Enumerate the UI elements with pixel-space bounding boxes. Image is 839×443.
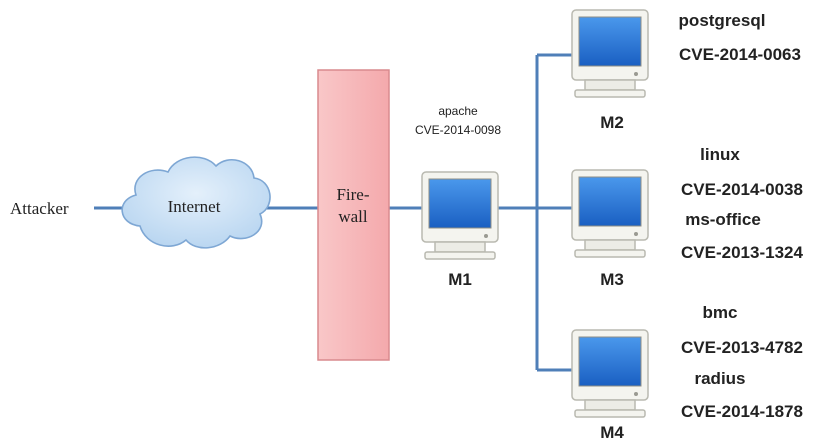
m2-service: postgresql (679, 11, 766, 30)
monitor-icon (571, 329, 649, 418)
computer-m3: linux CVE-2014-0038 ms-office CVE-2013-1… (571, 145, 803, 289)
m4-service1: bmc (703, 303, 738, 322)
m3-service1: linux (700, 145, 740, 164)
m1-service: apache (438, 104, 478, 118)
m3-cve1: CVE-2014-0038 (681, 180, 803, 199)
m4-cve2: CVE-2014-1878 (681, 402, 803, 421)
internet-cloud: Internet (121, 156, 271, 249)
internet-label: Internet (168, 197, 221, 216)
m1-label: M1 (448, 270, 472, 289)
firewall-label-line1: Fire- (336, 185, 369, 204)
m4-label: M4 (600, 423, 624, 442)
m4-service2: radius (694, 369, 745, 388)
m1-cve: CVE-2014-0098 (415, 123, 501, 137)
m2-cve: CVE-2014-0063 (679, 45, 801, 64)
m3-service2: ms-office (685, 210, 761, 229)
m3-label: M3 (600, 270, 624, 289)
m4-cve1: CVE-2013-4782 (681, 338, 803, 357)
computer-m2: postgresql CVE-2014-0063 M2 (571, 9, 801, 132)
monitor-icon (571, 169, 649, 258)
firewall-label-line2: wall (338, 207, 368, 226)
m2-label: M2 (600, 113, 624, 132)
m3-cve2: CVE-2013-1324 (681, 243, 803, 262)
firewall: Fire- wall (317, 69, 390, 361)
monitor-icon (571, 9, 649, 98)
computer-m1: apache CVE-2014-0098 M1 (415, 104, 501, 289)
computer-m4: bmc CVE-2013-4782 radius CVE-2014-1878 M… (571, 303, 803, 442)
attacker-label: Attacker (10, 199, 69, 218)
monitor-icon (421, 171, 499, 260)
